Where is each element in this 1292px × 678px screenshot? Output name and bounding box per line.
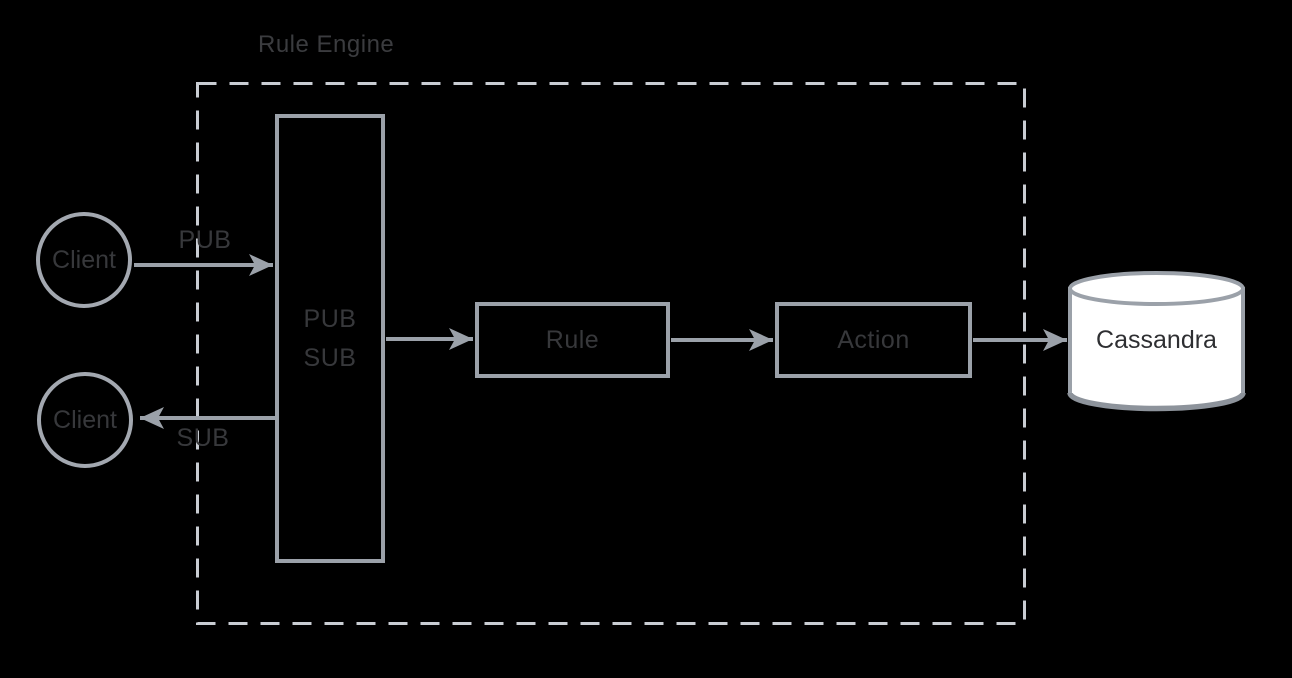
client-node-bottom: Client bbox=[37, 372, 133, 468]
database-cylinder-bottom-rim bbox=[1067, 392, 1246, 412]
rule-engine-boundary bbox=[196, 82, 1026, 625]
client-node-top: Client bbox=[36, 212, 132, 308]
edge-pub-label: PUB bbox=[178, 226, 232, 254]
database-node-label: Cassandra bbox=[1096, 326, 1217, 354]
pubsub-broker-line1: PUB bbox=[303, 305, 357, 333]
rule-engine-title: Rule Engine bbox=[258, 31, 395, 58]
action-node-label: Action bbox=[837, 325, 910, 354]
rule-node-label: Rule bbox=[545, 325, 600, 354]
pubsub-broker-line2: SUB bbox=[303, 344, 357, 372]
pubsub-broker-node: PUB SUB bbox=[275, 114, 385, 563]
client-node-bottom-label: Client bbox=[53, 405, 117, 434]
rule-node: Rule bbox=[475, 302, 670, 378]
database-cylinder-icon bbox=[1067, 271, 1246, 412]
action-node: Action bbox=[775, 302, 972, 378]
database-cylinder-top bbox=[1068, 271, 1245, 306]
edge-sub-label: SUB bbox=[176, 424, 230, 452]
client-node-top-label: Client bbox=[52, 245, 116, 274]
